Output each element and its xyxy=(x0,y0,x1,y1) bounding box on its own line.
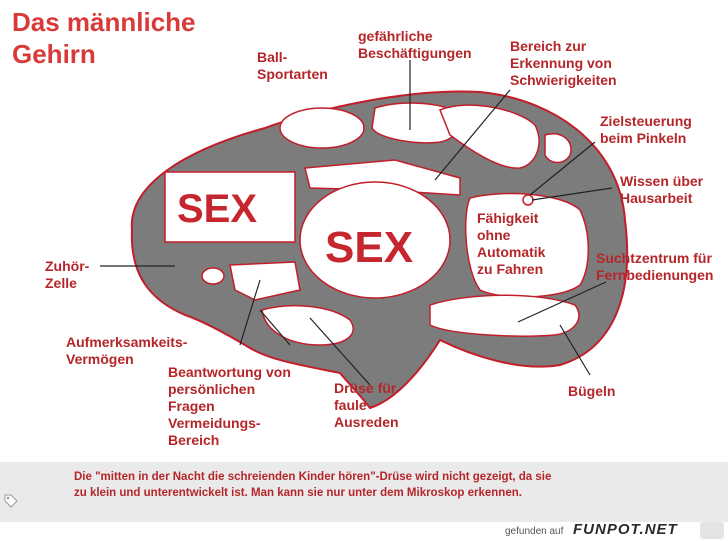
sex-circle-text: SEX xyxy=(325,223,413,272)
footnote: Die "mitten in der Nacht die schreienden… xyxy=(74,469,551,501)
leader-schwierig xyxy=(434,89,511,181)
label-line: Zelle xyxy=(45,275,77,291)
label-line: Suchtzentrum für xyxy=(596,250,712,266)
label-line: Hausarbeit xyxy=(620,190,693,206)
label-line: Beantwortung von xyxy=(168,364,291,380)
label-beantwort: Beantwortung von persönlichen Fragen Ver… xyxy=(168,364,291,449)
page-title: Das männliche Gehirn xyxy=(12,6,196,70)
region-faehigkeit xyxy=(464,192,589,298)
label-sucht: Suchtzentrum für Fernbedienungen xyxy=(596,250,713,284)
region-sex-circle xyxy=(299,181,451,299)
label-line: Fähigkeit xyxy=(477,210,539,226)
label-line: Zuhör- xyxy=(45,258,90,274)
leader-lines xyxy=(100,60,613,386)
label-aufmerk: Aufmerksamkeits- Vermögen xyxy=(66,334,187,368)
label-line: Vermeidungs- xyxy=(168,415,261,431)
label-line: beim Pinkeln xyxy=(600,130,687,146)
label-line: Ausreden xyxy=(334,414,399,430)
label-line: Fragen xyxy=(168,398,215,414)
region-wissen xyxy=(522,194,534,206)
label-line: Sportarten xyxy=(257,66,328,82)
label-faehigkeit: Fähigkeit ohne Automatik zu Fahren xyxy=(477,210,545,278)
region-upper-band xyxy=(304,159,461,196)
label-schwierig: Bereich zur Erkennung von Schwierigkeite… xyxy=(510,38,617,89)
label-ziel: Zielsteuerung beim Pinkeln xyxy=(600,113,692,147)
region-zuhoer xyxy=(201,267,225,285)
label-line: persönlichen xyxy=(168,381,256,397)
watermark-badge-icon xyxy=(700,522,724,539)
label-line: Bereich xyxy=(168,432,220,448)
footnote-strip xyxy=(0,462,728,522)
leader-beantwort xyxy=(259,309,291,346)
label-line: Zielsteuerung xyxy=(600,113,692,129)
leader-buegeln xyxy=(559,324,591,376)
region-schwierig xyxy=(439,104,540,169)
leader-sucht xyxy=(517,281,607,323)
tag-icon[interactable] xyxy=(4,494,18,508)
sex-box-text: SEX xyxy=(177,187,257,231)
region-druese xyxy=(261,304,354,346)
label-line: gefährliche xyxy=(358,28,433,44)
region-ball xyxy=(279,107,365,149)
label-buegeln: Bügeln xyxy=(568,383,615,400)
leader-druese xyxy=(309,317,371,386)
label-line: ohne xyxy=(477,227,511,243)
label-line: Fernbedienungen xyxy=(596,267,714,283)
label-druese: Drüse für faule Ausreden xyxy=(334,380,399,431)
label-line: Ball- xyxy=(257,49,288,65)
label-line: Drüse für xyxy=(334,380,397,396)
region-sucht xyxy=(429,294,580,337)
label-ball: Ball- Sportarten xyxy=(257,49,328,83)
label-line: Automatik xyxy=(477,244,546,260)
label-line: Beschäftigungen xyxy=(358,45,472,61)
label-line: Bügeln xyxy=(568,383,616,399)
region-ziel xyxy=(544,133,572,164)
label-line: zu Fahren xyxy=(477,261,544,277)
label-line: Aufmerksamkeits- xyxy=(66,334,188,350)
label-line: Vermögen xyxy=(66,351,134,367)
footnote-line-2: zu klein und unterentwickelt ist. Man ka… xyxy=(74,487,522,499)
label-zuhoer: Zuhör- Zelle xyxy=(45,258,89,292)
title-line-2: Gehirn xyxy=(12,39,96,69)
label-line: faule xyxy=(334,397,367,413)
label-line: Wissen über xyxy=(620,173,704,189)
label-line: Bereich zur xyxy=(510,38,587,54)
watermark-prefix: gefunden auf xyxy=(505,526,564,537)
leader-ziel xyxy=(529,141,596,196)
footnote-line-1: Die "mitten in der Nacht die schreienden… xyxy=(74,471,552,483)
leader-wissen xyxy=(531,187,613,201)
label-line: Schwierigkeiten xyxy=(510,72,617,88)
watermark-site-logo[interactable]: FUNPOT.NET xyxy=(573,521,678,538)
region-sex-box xyxy=(164,171,296,243)
title-line-1: Das männliche xyxy=(12,7,196,37)
region-lower-left xyxy=(229,261,301,301)
leader-aufmerk xyxy=(239,279,261,346)
label-line: Erkennung von xyxy=(510,55,612,71)
watermark-bar xyxy=(0,522,728,541)
label-gefaehrlich: gefährliche Beschäftigungen xyxy=(358,28,472,62)
label-wissen: Wissen über Hausarbeit xyxy=(620,173,703,207)
